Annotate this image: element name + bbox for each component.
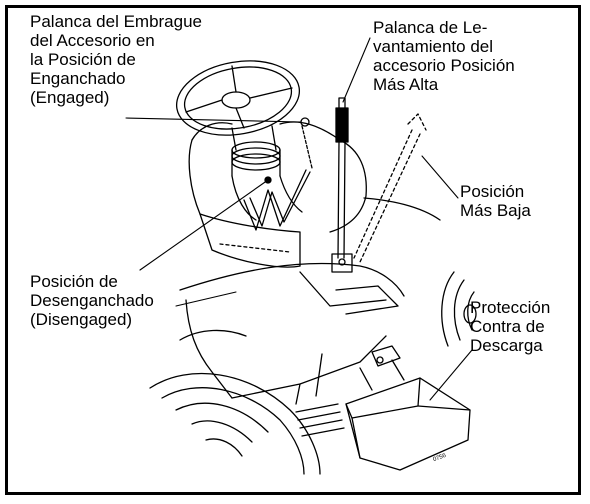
label-lowest-position: Posición Más Baja bbox=[460, 182, 531, 220]
label-lift-lever-highest: Palanca de Le- vantamiento del accesorio… bbox=[373, 18, 515, 94]
leader-lowest bbox=[421, 155, 459, 199]
leader-clutch-engaged bbox=[125, 117, 302, 123]
front-wheel bbox=[149, 329, 321, 475]
lever-lowest-position bbox=[353, 113, 427, 263]
label-clutch-lever-engaged: Palanca del Embrague del Accesorio en la… bbox=[30, 12, 203, 107]
steering-wheel bbox=[175, 60, 301, 136]
label-discharge-guard: Protección Contra de Descarga bbox=[470, 298, 551, 355]
lift-lever bbox=[331, 97, 353, 273]
steering-column bbox=[231, 125, 281, 177]
leader-disengaged bbox=[139, 179, 269, 271]
rear-wheel bbox=[441, 271, 477, 347]
leader-discharge bbox=[429, 349, 473, 401]
clutch-lever bbox=[243, 117, 313, 231]
leader-lift-highest bbox=[342, 37, 371, 103]
leader-lines bbox=[125, 37, 473, 401]
dashboard bbox=[188, 121, 367, 268]
label-disengaged-position: Posición de Desenganchado (Disengaged) bbox=[30, 272, 154, 329]
discharge-chute bbox=[345, 345, 471, 471]
fender bbox=[179, 197, 441, 405]
ground-shading bbox=[295, 403, 345, 437]
leader-desenganchado bbox=[175, 291, 237, 307]
